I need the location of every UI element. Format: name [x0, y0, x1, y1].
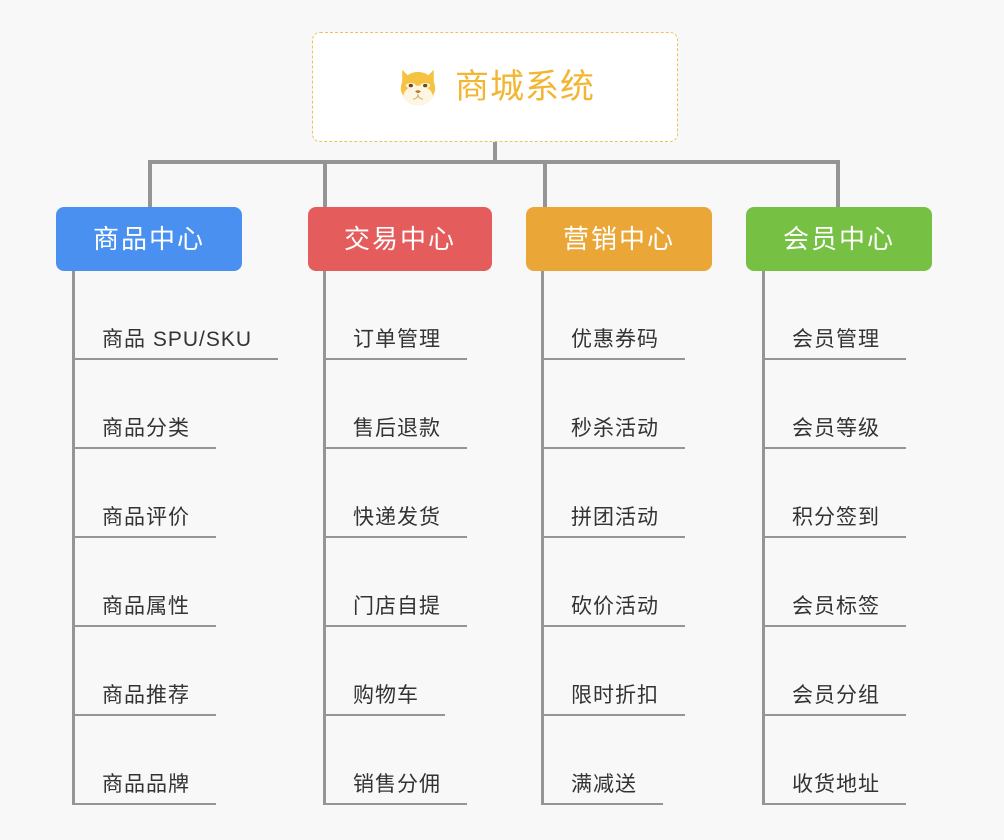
- leaf-item[interactable]: 商品品牌: [72, 716, 216, 805]
- leaf-item-underline: [541, 536, 685, 538]
- leaf-item[interactable]: 商品分类: [72, 360, 216, 449]
- leaf-item-underline: [541, 358, 685, 360]
- leaf-item-label: 拼团活动: [571, 506, 659, 529]
- leaf-item-label: 优惠券码: [571, 328, 659, 351]
- leaf-item-underline: [762, 358, 906, 360]
- leaf-item-label: 订单管理: [353, 328, 441, 351]
- leaf-item[interactable]: 门店自提: [323, 538, 467, 627]
- shiba-dog-face-icon: [400, 69, 436, 106]
- connector-root-stem: [493, 142, 497, 164]
- leaf-item[interactable]: 购物车: [323, 627, 445, 716]
- leaf-item-underline: [72, 625, 216, 627]
- leaf-item[interactable]: 会员分组: [762, 627, 906, 716]
- connector-drop-4: [836, 160, 840, 207]
- leaf-item-underline: [323, 358, 467, 360]
- category-label: 营销中心: [562, 224, 675, 254]
- leaf-item[interactable]: 会员标签: [762, 538, 906, 627]
- leaf-item-underline: [541, 447, 685, 449]
- leaf-item-underline: [72, 447, 216, 449]
- leaf-item-label: 商品推荐: [102, 684, 190, 707]
- leaf-item[interactable]: 优惠券码: [541, 271, 685, 360]
- leaf-item[interactable]: 限时折扣: [541, 627, 685, 716]
- leaf-item[interactable]: 快递发货: [323, 449, 467, 538]
- leaf-item[interactable]: 拼团活动: [541, 449, 685, 538]
- leaf-item[interactable]: 售后退款: [323, 360, 467, 449]
- leaf-item-underline: [762, 803, 906, 805]
- leaf-item-label: 砍价活动: [571, 595, 659, 618]
- leaf-item[interactable]: 商品推荐: [72, 627, 216, 716]
- leaf-item-underline: [541, 714, 685, 716]
- leaf-item-label: 限时折扣: [571, 684, 659, 707]
- leaf-item-underline: [762, 536, 906, 538]
- leaf-item[interactable]: 会员等级: [762, 360, 906, 449]
- leaf-item-underline: [762, 625, 906, 627]
- leaf-item[interactable]: 订单管理: [323, 271, 467, 360]
- leaf-item-label: 购物车: [353, 684, 419, 707]
- leaf-item-underline: [72, 536, 216, 538]
- leaf-item[interactable]: 积分签到: [762, 449, 906, 538]
- leaf-item-underline: [762, 447, 906, 449]
- root-node-mall-system[interactable]: 商城系统: [312, 32, 678, 142]
- leaf-item-underline: [72, 358, 279, 360]
- leaf-item-underline: [541, 803, 663, 805]
- leaf-item-underline: [323, 625, 467, 627]
- leaf-item-underline: [323, 536, 467, 538]
- leaf-item-label: 会员标签: [792, 595, 880, 618]
- leaf-item-label: 销售分佣: [353, 773, 441, 796]
- leaf-item-underline: [323, 803, 467, 805]
- root-node-title: 商城系统: [455, 68, 595, 106]
- category-box-marketing-center[interactable]: 营销中心: [526, 207, 712, 271]
- leaf-item-label: 满减送: [571, 773, 637, 796]
- leaf-item[interactable]: 商品评价: [72, 449, 216, 538]
- connector-horizontal-bar: [148, 160, 840, 164]
- connector-drop-1: [148, 160, 152, 207]
- leaf-item-label: 门店自提: [353, 595, 441, 618]
- leaf-item[interactable]: 会员管理: [762, 271, 906, 360]
- leaf-item[interactable]: 秒杀活动: [541, 360, 685, 449]
- connector-drop-3: [543, 160, 547, 207]
- leaf-item-label: 商品品牌: [102, 773, 190, 796]
- leaf-item[interactable]: 收货地址: [762, 716, 906, 805]
- leaf-item-label: 会员管理: [792, 328, 880, 351]
- leaf-spine: [541, 271, 544, 805]
- leaf-item-label: 商品 SPU/SKU: [102, 328, 253, 351]
- leaf-item-underline: [323, 447, 467, 449]
- leaf-item-label: 商品分类: [102, 417, 190, 440]
- leaf-spine: [323, 271, 326, 805]
- leaf-item-label: 积分签到: [792, 506, 880, 529]
- leaf-item-label: 商品属性: [102, 595, 190, 618]
- leaf-item-label: 会员分组: [792, 684, 880, 707]
- category-label: 商品中心: [92, 224, 205, 254]
- leaf-item[interactable]: 商品属性: [72, 538, 216, 627]
- leaf-item-underline: [72, 714, 216, 716]
- category-label: 会员中心: [782, 224, 895, 254]
- leaf-item[interactable]: 砍价活动: [541, 538, 685, 627]
- leaf-item-label: 会员等级: [792, 417, 880, 440]
- category-box-product-center[interactable]: 商品中心: [56, 207, 242, 271]
- category-label: 交易中心: [343, 224, 456, 254]
- leaf-item-label: 收货地址: [792, 773, 880, 796]
- leaf-item[interactable]: 满减送: [541, 716, 663, 805]
- leaf-item-underline: [323, 714, 445, 716]
- leaf-spine: [762, 271, 765, 805]
- leaf-item-label: 商品评价: [102, 506, 190, 529]
- category-box-member-center[interactable]: 会员中心: [746, 207, 932, 271]
- connector-drop-2: [323, 160, 327, 207]
- leaf-item[interactable]: 销售分佣: [323, 716, 467, 805]
- leaf-item-underline: [541, 625, 685, 627]
- category-box-trade-center[interactable]: 交易中心: [308, 207, 492, 271]
- leaf-item-label: 快递发货: [353, 506, 441, 529]
- leaf-item-label: 售后退款: [353, 417, 441, 440]
- leaf-item[interactable]: 商品 SPU/SKU: [72, 271, 279, 360]
- leaf-item-label: 秒杀活动: [571, 417, 659, 440]
- leaf-spine: [72, 271, 75, 805]
- leaf-item-underline: [762, 714, 906, 716]
- leaf-item-underline: [72, 803, 216, 805]
